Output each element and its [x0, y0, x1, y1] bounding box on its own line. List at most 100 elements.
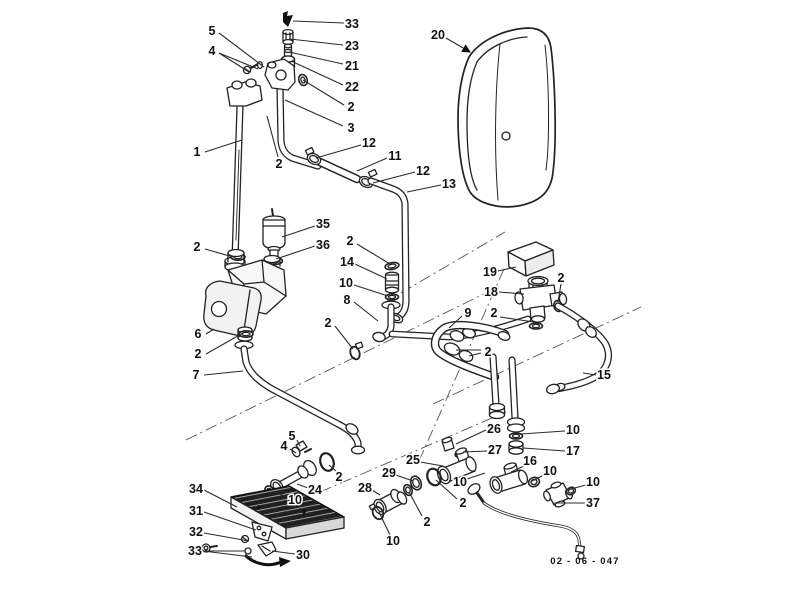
callout-2: 2: [558, 271, 565, 285]
leader-line-18: [498, 291, 525, 295]
part-vertical-pipes: [488, 353, 526, 433]
leader-line-10: [273, 491, 289, 498]
callout-37: 37: [586, 496, 600, 510]
part-16-tee: [489, 462, 529, 494]
leader-line-33: [202, 550, 253, 558]
leader-line-20: [445, 37, 471, 53]
part-10-washer-d: [508, 432, 524, 440]
leader-line-10: [466, 472, 486, 480]
leader-line-2: [499, 316, 535, 323]
leader-line-11: [356, 157, 388, 172]
part-17-nut: [508, 440, 524, 455]
leader-line-17: [522, 447, 566, 452]
callout-20: 20: [431, 28, 445, 42]
leader-line-24: [296, 483, 309, 489]
drawing-number: 02 - 06 - 047: [550, 556, 619, 567]
part-2-oring-b: [426, 467, 442, 487]
part-25-tee: [436, 447, 477, 485]
leader-line-10: [353, 284, 389, 297]
leader-line-10: [520, 430, 566, 435]
leader-line-29: [395, 474, 414, 482]
callout-2: 2: [460, 496, 467, 510]
part-20-tank: [457, 27, 557, 208]
part-31-bracket: [251, 521, 273, 542]
callout-5: 5: [209, 24, 216, 38]
callout-2: 2: [195, 347, 202, 361]
leader-line-6: [205, 328, 215, 335]
callout-7: 7: [193, 368, 200, 382]
callout-28: 28: [358, 481, 372, 495]
part-37-valve: [543, 481, 573, 508]
callout-2: 2: [348, 100, 355, 114]
leader-line-10: [378, 511, 391, 536]
callout-21: 21: [345, 59, 359, 73]
leader-line-12: [372, 171, 416, 184]
leader-line-9: [448, 315, 463, 329]
part-33-clip: [283, 11, 293, 27]
leader-line-2: [408, 491, 423, 517]
leader-line-2: [468, 352, 482, 357]
part-26-nut: [441, 436, 455, 452]
part-14-fitting: [384, 271, 400, 294]
callout-3: 3: [348, 121, 355, 135]
callout-10: 10: [566, 423, 580, 437]
callout-11: 11: [388, 149, 401, 163]
part-10-clamp-b: [368, 503, 385, 521]
leader-line-1: [204, 139, 243, 153]
part-2-oring-c: [319, 452, 335, 472]
callout-2: 2: [491, 306, 498, 320]
part-1-pipe: [224, 78, 263, 272]
part-34-heat-exchanger: [230, 485, 345, 540]
callout-22: 22: [345, 80, 359, 94]
callout-33: 33: [345, 17, 359, 31]
callout-2: 2: [336, 470, 343, 484]
leader-line-8: [353, 301, 379, 322]
callout-12: 12: [416, 164, 430, 178]
leader-line-7: [203, 370, 244, 376]
leader-line-15: [582, 372, 597, 376]
part-3-pipe: [264, 58, 322, 170]
callout-23: 23: [345, 39, 359, 53]
callout-17: 17: [566, 444, 580, 458]
part-24-tube: [270, 459, 317, 496]
part-7-hose: [234, 340, 366, 455]
leader-line-4: [218, 52, 250, 73]
part-4-5-screw: [242, 60, 264, 75]
callout-30: 30: [296, 548, 310, 562]
part-18-valve: [514, 275, 568, 323]
part-11-hose: [315, 157, 362, 184]
callout-2: 2: [424, 515, 431, 529]
part-15-pipe: [545, 302, 613, 395]
part-21-valve-core: [283, 43, 293, 57]
part-23-fitting: [282, 28, 294, 46]
part-return-run: [388, 315, 532, 342]
callout-6: 6: [195, 327, 202, 341]
leader-line-3: [284, 99, 344, 127]
callout-8: 8: [344, 293, 351, 307]
callout-4: 4: [209, 44, 216, 58]
callout-9: 9: [465, 306, 472, 320]
part-10-washer-c: [384, 293, 400, 301]
callout-10: 10: [386, 534, 400, 548]
callout-34: 34: [189, 482, 203, 496]
leader-line-2: [334, 325, 354, 350]
callout-4: 4: [281, 439, 288, 453]
part-thin-pipe: [467, 483, 586, 560]
leader-line-4: [218, 52, 259, 70]
leader-line-4: [289, 448, 297, 454]
leader-line-19: [497, 266, 517, 272]
callout-16: 16: [523, 454, 537, 468]
callout-33: 33: [188, 544, 202, 558]
callout-10: 10: [453, 475, 467, 489]
callout-10: 10: [586, 475, 600, 489]
part-2-seal-c: [384, 261, 400, 271]
leader-line-32: [203, 532, 250, 542]
leader-line-2: [204, 248, 234, 258]
part-33-screw-b: [244, 547, 252, 555]
leader-line-25: [419, 461, 444, 467]
callout-2: 2: [325, 316, 332, 330]
part-2-clamp-mid: [349, 341, 364, 361]
